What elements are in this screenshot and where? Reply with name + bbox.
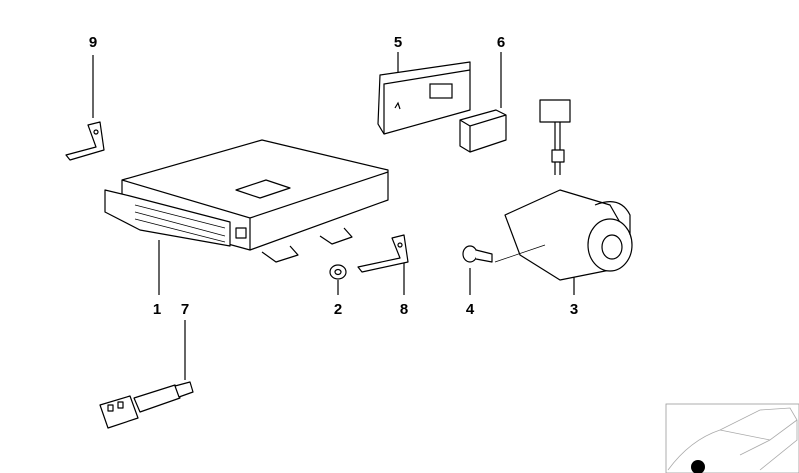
callout-3: 3 — [569, 301, 579, 318]
part-2-nut — [329, 264, 347, 280]
callout-5: 5 — [393, 34, 403, 51]
part-6-connector — [459, 109, 507, 153]
callout-2: 2 — [333, 301, 343, 318]
callout-9: 9 — [88, 34, 98, 51]
part-4-screw — [462, 245, 493, 263]
leader-lines — [92, 52, 575, 380]
part-8-bracket — [357, 234, 409, 273]
location-marker-icon — [691, 460, 705, 473]
callout-7: 7 — [180, 301, 190, 318]
callout-8: 8 — [399, 301, 409, 318]
part-5-plate — [377, 61, 471, 135]
car-thumbnail — [665, 403, 799, 473]
callout-6: 6 — [496, 34, 506, 51]
part-1-control-unit — [104, 139, 389, 263]
part-3-ignition-lock — [494, 99, 633, 281]
callout-1: 1 — [152, 301, 162, 318]
part-9-bracket — [65, 121, 105, 161]
callout-4: 4 — [465, 301, 475, 318]
part-7-temperature-sensor — [99, 381, 194, 429]
